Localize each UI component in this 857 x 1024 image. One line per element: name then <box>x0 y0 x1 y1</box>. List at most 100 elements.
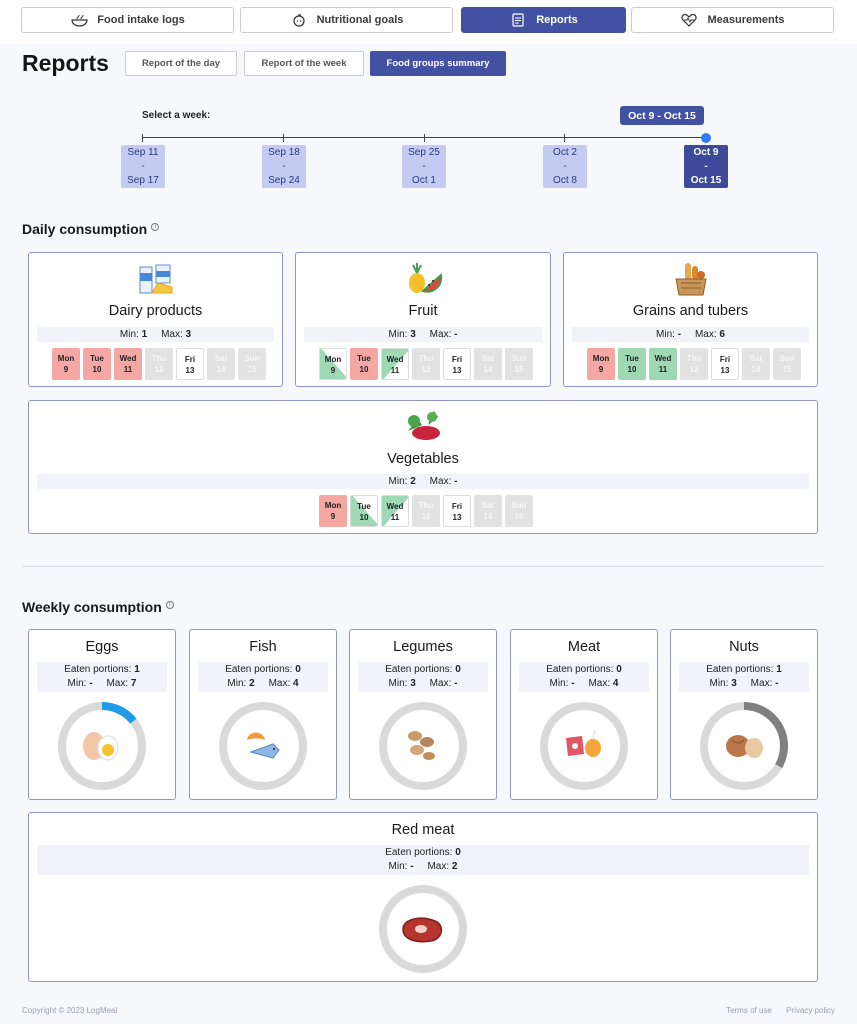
tab-nutritional-goals[interactable]: Nutritional goals <box>240 7 453 33</box>
eaten-text: Eaten portions: 1 <box>29 664 175 675</box>
week-selector-label: Select a week: <box>142 110 211 121</box>
portions-band <box>37 845 809 875</box>
day-name: Mon <box>324 355 342 364</box>
min-value: - <box>410 861 414 872</box>
max-value: - <box>454 678 458 689</box>
day-name: Thu <box>151 354 167 363</box>
day-name: Wed <box>119 354 137 363</box>
day-cell-fri: Fri 13 <box>443 495 471 527</box>
eaten-value: 0 <box>295 664 301 675</box>
tab-reports[interactable]: Reports <box>461 7 626 33</box>
day-number: 12 <box>421 512 431 521</box>
info-icon[interactable]: i <box>165 601 174 609</box>
timeline-tick <box>424 134 425 142</box>
day-number: 12 <box>421 365 431 374</box>
tab-label: Nutritional goals <box>316 14 404 26</box>
day-number: 14 <box>483 365 493 374</box>
eaten-value: 0 <box>455 664 461 675</box>
privacy-policy-link[interactable]: Privacy policy <box>786 1006 835 1015</box>
day-cell-fri: Fri 13 <box>711 348 739 380</box>
min-label: Min: <box>388 476 408 487</box>
week-option-oct9[interactable]: Oct 9 - Oct 15 <box>684 145 728 188</box>
minmax-text: Min: - Max: 2 <box>29 861 817 872</box>
info-icon[interactable]: i <box>151 223 160 231</box>
minmax-text: Min: 3 Max: - <box>350 678 496 689</box>
subtab-report-of-the-week[interactable]: Report of the week <box>244 51 364 76</box>
day-name: Mon <box>57 354 75 363</box>
min-label: Min: <box>709 678 729 689</box>
portions-band <box>198 662 328 692</box>
minmax-text: Min: 2 Max: - <box>29 476 817 487</box>
top-navigation: Food intake logs Nutritional goals Repor… <box>0 0 857 44</box>
min-label: Min: <box>388 861 408 872</box>
bread-basket-icon <box>673 261 709 302</box>
min-label: Min: <box>388 329 408 340</box>
terms-of-use-link[interactable]: Terms of use <box>726 1006 772 1015</box>
food-group-name: Meat <box>567 639 601 655</box>
week-option-sep11[interactable]: Sep 11 - Sep 17 <box>121 145 165 188</box>
tab-measurements[interactable]: Measurements <box>631 7 834 33</box>
min-label: Min: <box>67 678 87 689</box>
week-option-sep18[interactable]: Sep 18 - Sep 24 <box>262 145 306 188</box>
food-group-name: Vegetables <box>387 451 459 467</box>
day-name: Thu <box>418 501 434 510</box>
timeline-tick <box>142 134 143 142</box>
day-number: 9 <box>330 512 336 521</box>
day-name: Fri <box>719 355 731 364</box>
selected-week-badge: Oct 9 - Oct 15 <box>620 106 704 125</box>
page-title: Reports <box>22 50 109 76</box>
progress-ring <box>379 702 467 790</box>
weekly-card-nuts: Nuts Eaten portions: 1 Min: 3 Max: - <box>670 629 818 800</box>
min-label: Min: <box>656 329 675 340</box>
footer-links: Terms of use Privacy policy <box>714 1006 835 1015</box>
day-name: Tue <box>625 354 639 363</box>
min-label: Min: <box>227 678 247 689</box>
steak-icon <box>402 917 443 943</box>
eaten-value: 0 <box>455 847 461 858</box>
day-number: 13 <box>185 366 195 375</box>
timeline-tick <box>283 134 284 142</box>
day-name: Fri <box>451 502 463 511</box>
day-name: Thu <box>686 354 702 363</box>
timeline-tick <box>564 134 565 142</box>
minmax-band <box>37 474 809 489</box>
minmax-text: Min: 3 Max: - <box>671 678 817 689</box>
eaten-text: Eaten portions: 0 <box>511 664 657 675</box>
week-end: Oct 8 <box>553 174 577 186</box>
week-sep: - <box>422 160 426 172</box>
vegetables-icon <box>404 407 442 448</box>
eaten-value: 1 <box>776 664 782 675</box>
subtab-report-of-the-day[interactable]: Report of the day <box>125 51 237 76</box>
week-option-sep25[interactable]: Sep 25 - Oct 1 <box>402 145 446 188</box>
max-value: 7 <box>130 678 137 689</box>
timeline-slider-handle[interactable] <box>701 133 711 143</box>
minmax-text: Min: - Max: 4 <box>511 678 657 689</box>
week-start: Sep 18 <box>268 146 300 158</box>
max-value: - <box>454 329 458 340</box>
eaten-label: Eaten portions: <box>385 664 453 675</box>
food-group-name: Nuts <box>729 639 759 655</box>
weekly-card-fish: Fish Eaten portions: 0 Min: 2 Max: 4 <box>189 629 337 800</box>
day-name: Sun <box>779 354 795 363</box>
eaten-label: Eaten portions: <box>64 664 132 675</box>
portions-band <box>519 662 649 692</box>
tab-label: Measurements <box>707 14 785 26</box>
day-name: Tue <box>357 502 371 511</box>
day-number: 13 <box>452 513 462 522</box>
day-name: Mon <box>592 354 610 363</box>
day-number: 13 <box>720 366 730 375</box>
day-number: 10 <box>359 513 369 522</box>
week-option-oct2[interactable]: Oct 2 - Oct 8 <box>543 145 587 188</box>
food-group-name: Eggs <box>85 639 119 655</box>
day-number: 14 <box>483 512 493 521</box>
food-group-name: Grains and tubers <box>632 303 749 319</box>
tab-food-intake-logs[interactable]: Food intake logs <box>21 7 234 33</box>
subtab-food-groups-summary[interactable]: Food groups summary <box>370 51 506 76</box>
